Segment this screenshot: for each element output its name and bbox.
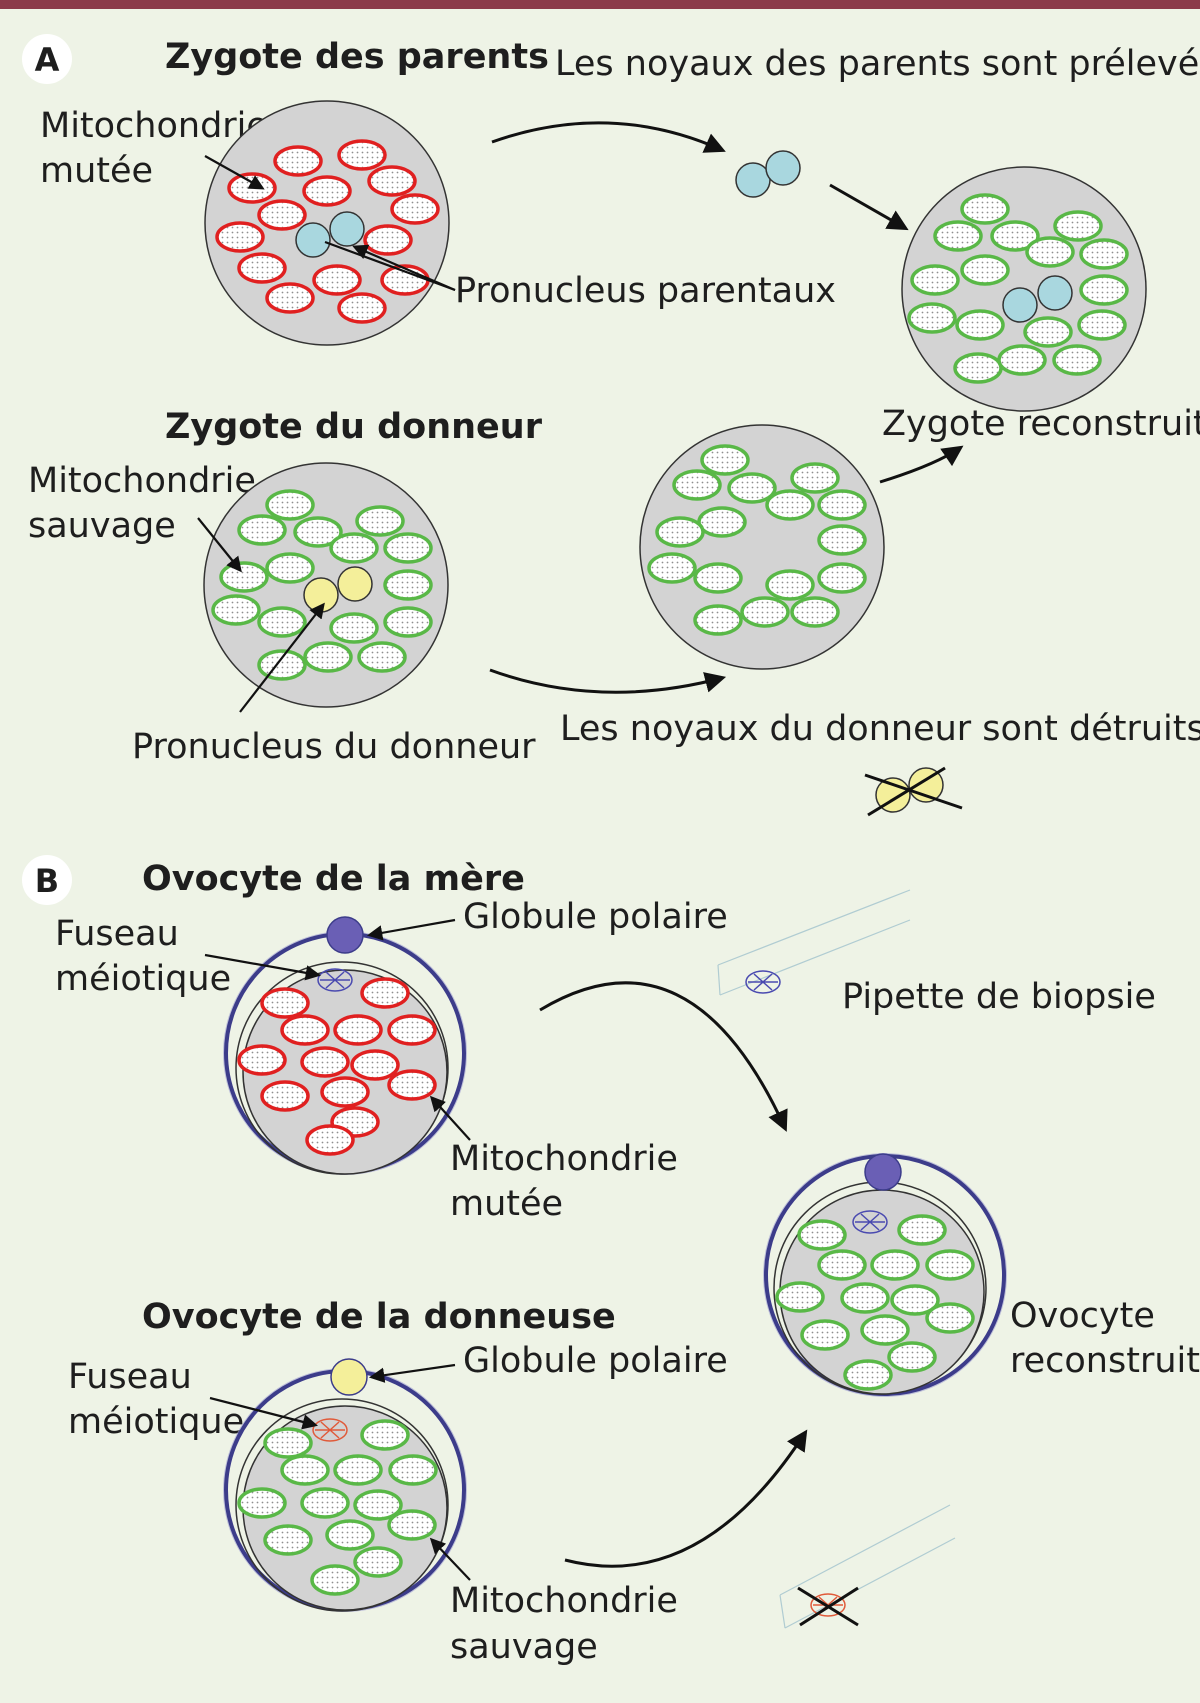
- label-mito-wild-a-line1: Mitochondrie: [28, 461, 256, 501]
- arrow-donor-to-reconstructed: [564, 1429, 808, 1568]
- leader-polar-body-mother: [366, 918, 456, 941]
- title-oocyte-mother: Ovocyte de la mère: [142, 859, 525, 899]
- label-spindle-mother-line2: méiotique: [55, 959, 231, 999]
- destroyed-donor-pronuclei: [864, 766, 963, 817]
- badge-a-label: A: [35, 41, 60, 79]
- oocyte-reconstructed: [763, 1153, 1007, 1397]
- label-oocyte-reconstructed-line2: reconstruit: [1010, 1341, 1200, 1381]
- pronucleus-parent-1: [295, 222, 331, 258]
- title-zygote-parents: Zygote des parents: [165, 37, 549, 77]
- label-mito-wild-b-line1: Mitochondrie: [450, 1581, 678, 1621]
- arrow-donor-enucleation: [489, 668, 727, 694]
- zygote-donor: [203, 462, 449, 708]
- wild-mitochondria-group-reconstructed-oocyte: [775, 1214, 975, 1391]
- leader-mito-wild-a: [197, 517, 242, 573]
- polar-body-mother: [326, 916, 364, 954]
- spindle-reconstructed: [852, 1210, 888, 1234]
- pronucleus-donor-2: [337, 566, 373, 602]
- polar-body-donor: [330, 1358, 368, 1396]
- wild-mitochondria-group-donor-oocyte: [237, 1419, 438, 1596]
- label-mito-mutant-b-line2: mutée: [450, 1184, 563, 1224]
- arrow-spindle-transfer: [539, 981, 788, 1132]
- badge-b: [22, 855, 72, 905]
- zygote-donor-enucleated: [639, 424, 885, 670]
- leader-pronucleus-parents-2: [324, 240, 456, 292]
- pronucleus-parent-2: [329, 211, 365, 247]
- label-zygote-reconstructed: Zygote reconstruit: [882, 404, 1200, 444]
- label-pipette: Pipette de biopsie: [842, 977, 1156, 1017]
- wild-mitochondria-group-enucleated: [647, 444, 867, 636]
- leader-polar-body-donor: [368, 1363, 456, 1383]
- biopsy-pipette-donor: [779, 1504, 956, 1629]
- panel-a: A Zygote des parents Les noyaux des pare…: [22, 34, 1200, 817]
- removed-parent-pronuclei: [735, 150, 801, 198]
- label-polar-body-mother: Globule polaire: [463, 897, 728, 937]
- title-zygote-donor: Zygote du donneur: [165, 407, 543, 447]
- spindle-donor: [312, 1418, 348, 1442]
- zygote-parents: [204, 100, 450, 346]
- label-mito-mutant-a-line1: Mitochondrie: [40, 106, 268, 146]
- oocyte-donor: [223, 1358, 467, 1612]
- leader-pronucleus-donor: [239, 602, 325, 713]
- label-spindle-donor-line2: méiotique: [68, 1402, 244, 1442]
- label-polar-body-donor: Globule polaire: [463, 1341, 728, 1381]
- wild-mitochondria-group-donor: [211, 489, 433, 681]
- panel-b: B Ovocyte de la mère Globule polaire Fus…: [22, 855, 1200, 1667]
- label-pronucleus-parents: Pronucleus parentaux: [455, 271, 836, 311]
- mutant-mitochondria-group-mother: [237, 977, 437, 1156]
- leader-mito-mutant-a: [204, 155, 265, 190]
- label-mito-mutant-a-line2: mutée: [40, 151, 153, 191]
- label-nuclei-destroyed: Les noyaux du donneur sont détruits: [560, 709, 1200, 749]
- leader-spindle-donor: [209, 1396, 318, 1430]
- title-oocyte-donor: Ovocyte de la donneuse: [142, 1297, 616, 1337]
- label-mito-wild-b-line2: sauvage: [450, 1627, 598, 1667]
- leader-mito-wild-b: [429, 1537, 471, 1581]
- biopsy-pipette-mother: [717, 889, 911, 996]
- arrow-enucleated-to-reconstructed: [879, 445, 964, 484]
- label-spindle-donor-line1: Fuseau: [68, 1357, 192, 1397]
- top-accent-bar: [0, 0, 1200, 9]
- label-mito-wild-a-line2: sauvage: [28, 506, 176, 546]
- label-oocyte-reconstructed-line1: Ovocyte: [1010, 1296, 1155, 1336]
- label-spindle-mother-line1: Fuseau: [55, 914, 179, 954]
- label-nuclei-removed: Les noyaux des parents sont prélevés: [555, 44, 1200, 84]
- zygote-reconstructed: [901, 166, 1147, 412]
- arrow-nuclei-removed: [491, 121, 726, 153]
- badge-a: [22, 34, 72, 84]
- badge-b-label: B: [35, 862, 59, 900]
- leader-spindle-mother: [204, 953, 322, 981]
- oocyte-mother: [223, 916, 467, 1175]
- label-pronucleus-donor: Pronucleus du donneur: [132, 727, 536, 767]
- leader-mito-mutant-b: [429, 1095, 471, 1141]
- wild-mitochondria-group-reconstructed: [907, 193, 1129, 384]
- arrow-to-reconstructed-zygote: [829, 183, 909, 231]
- label-mito-mutant-b-line1: Mitochondrie: [450, 1139, 678, 1179]
